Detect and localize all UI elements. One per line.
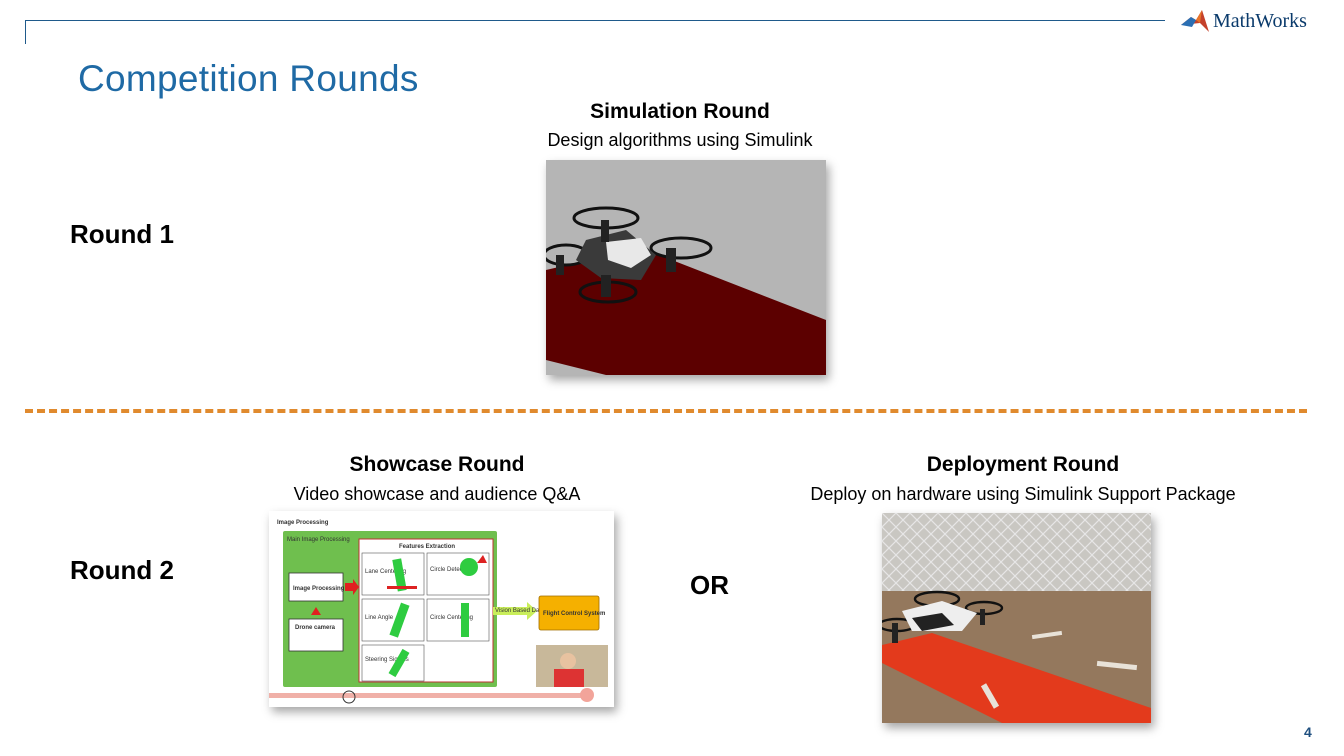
- showcase-lane-centering: Lane Centering: [365, 569, 406, 575]
- membrane-logo-icon: [1181, 10, 1209, 32]
- simulation-round-subtitle: Design algorithms using Simulink: [547, 130, 813, 150]
- slide-title: Competition Rounds: [78, 58, 419, 99]
- showcase-features-label: Features Extraction: [399, 544, 455, 550]
- header-rule-left: [25, 20, 26, 44]
- brand-name: MathWorks: [1213, 9, 1307, 32]
- showcase-circle-centering: Circle Centering: [430, 615, 473, 621]
- deployment-round-subtitle: Deploy on hardware using Simulink Suppor…: [810, 484, 1236, 504]
- showcase-main-box-label: Main Image Processing: [287, 537, 350, 543]
- showcase-slide-render: Image Processing Main Image Processing F…: [269, 511, 614, 707]
- round1-label: Round 1: [70, 219, 174, 249]
- showcase-vision-data: Vision Based Data: [495, 608, 545, 614]
- deployment-drone-photo: [882, 513, 1151, 723]
- showcase-circle-detection: Circle Detection: [430, 567, 472, 573]
- showcase-slide-heading: Image Processing: [277, 520, 329, 526]
- showcase-round-title: Showcase Round: [349, 453, 525, 476]
- or-label: OR: [690, 570, 729, 600]
- showcase-drone-camera: Drone camera: [295, 625, 336, 631]
- deployment-photo: [882, 513, 1151, 723]
- header-rule: [25, 20, 1165, 21]
- showcase-round-subtitle: Video showcase and audience Q&A: [293, 484, 581, 504]
- simulation-round-title: Simulation Round: [590, 100, 770, 123]
- round2-label: Round 2: [70, 555, 174, 585]
- showcase-line-angle: Line Angle: [365, 615, 394, 621]
- simulation-image: [546, 160, 826, 375]
- showcase-flight-control: Flight Control System: [543, 611, 605, 617]
- showcase-image-processing: Image Processing: [293, 586, 345, 592]
- showcase-steering-signals: Steering Signals: [365, 657, 409, 663]
- page-number: 4: [1304, 724, 1312, 740]
- deployment-round-title: Deployment Round: [926, 453, 1120, 476]
- simulation-drone-render: [546, 160, 826, 375]
- mathworks-logo: MathWorks: [1180, 8, 1307, 34]
- showcase-image: Image Processing Main Image Processing F…: [269, 511, 614, 707]
- round-divider: [25, 409, 1307, 413]
